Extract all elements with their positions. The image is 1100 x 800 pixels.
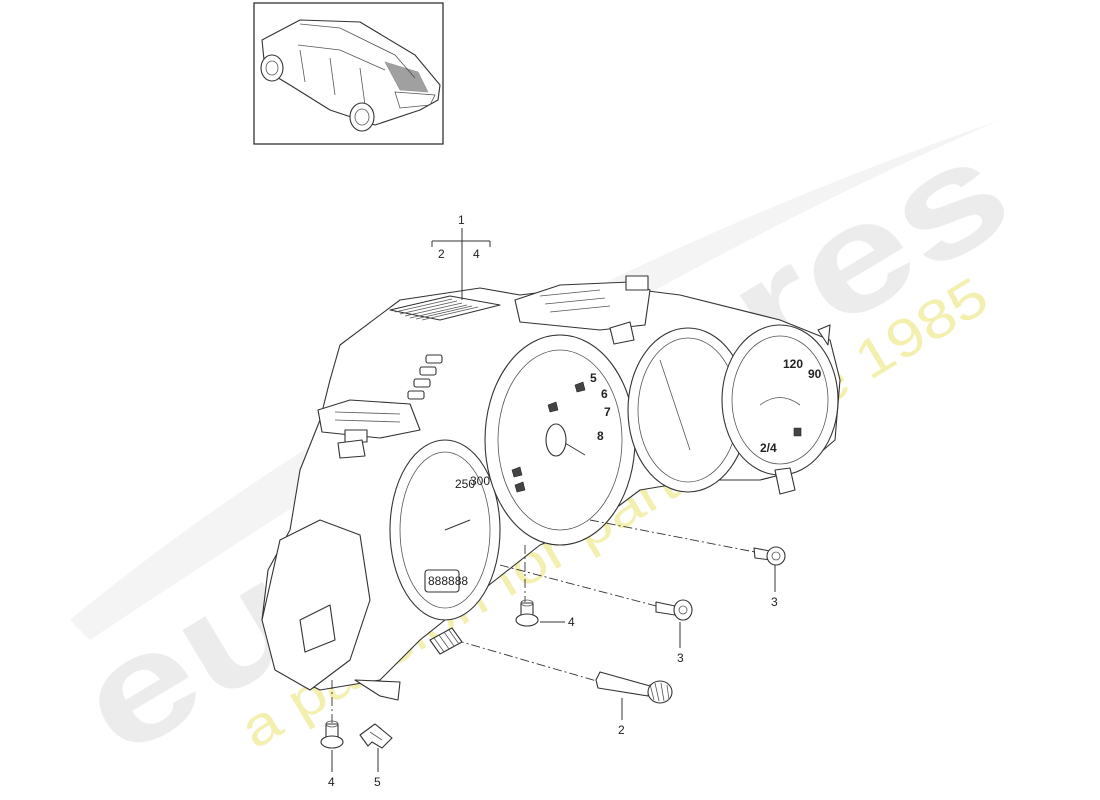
leader-lines (331, 228, 776, 772)
fuel-pump-icon (793, 427, 802, 437)
callout-sub-right: 4 (473, 247, 480, 261)
watermark-swoosh (70, 120, 1000, 640)
instrument-cluster: 250 300 888888 5 6 7 8 (261, 275, 841, 701)
connector-block-top (514, 281, 651, 331)
fuel-label: 2/4 (760, 441, 777, 455)
tacho-digit: 5 (590, 371, 597, 385)
odometer-readout: 888888 (428, 574, 468, 588)
speedo-digit: 90 (808, 367, 822, 381)
callout-bolt-center: 4 (568, 615, 575, 629)
vehicle-thumbnail (253, 2, 444, 145)
speedo-digit: 120 (783, 357, 803, 371)
callout-clip: 5 (374, 775, 381, 789)
callout-knob: 2 (618, 723, 625, 737)
tacho-digit: 7 (604, 405, 611, 419)
screw-middle (655, 599, 693, 621)
tacho-digit: 6 (601, 387, 608, 401)
bolt-bottom (320, 720, 344, 749)
callout-sub-left: 2 (438, 247, 445, 261)
vent-grille (389, 295, 501, 321)
callout-bolt-bottom: 4 (328, 775, 335, 789)
knob-extension (595, 671, 673, 704)
car-icon (260, 19, 441, 132)
knob-left (429, 627, 463, 655)
left-gauge: 250 300 888888 (389, 439, 501, 621)
bolt-center (515, 599, 539, 627)
warning-light-icon (574, 381, 586, 393)
warning-light-icon (547, 401, 559, 413)
callout-main-assembly: 1 (458, 213, 465, 227)
clip (359, 723, 393, 749)
tachometer: 5 6 7 8 (484, 334, 636, 546)
left-gauge-digit: 250 (455, 477, 475, 491)
screw-top-right (753, 546, 786, 566)
connector-block-left (317, 399, 421, 439)
callout-labels: 1 2 4 3 3 4 2 4 5 (328, 213, 778, 789)
warning-light-icon (514, 481, 526, 493)
tacho-digit: 8 (597, 429, 604, 443)
center-display (627, 327, 749, 493)
lower-left-pod (261, 519, 371, 691)
warning-light-icon (511, 466, 523, 478)
right-gauge: 120 90 2/4 (721, 324, 839, 476)
callout-screw-top-right: 3 (771, 595, 778, 609)
left-gauge-digit: 300 (470, 474, 490, 488)
right-bracket (774, 467, 796, 495)
callout-screw-middle: 3 (677, 651, 684, 665)
